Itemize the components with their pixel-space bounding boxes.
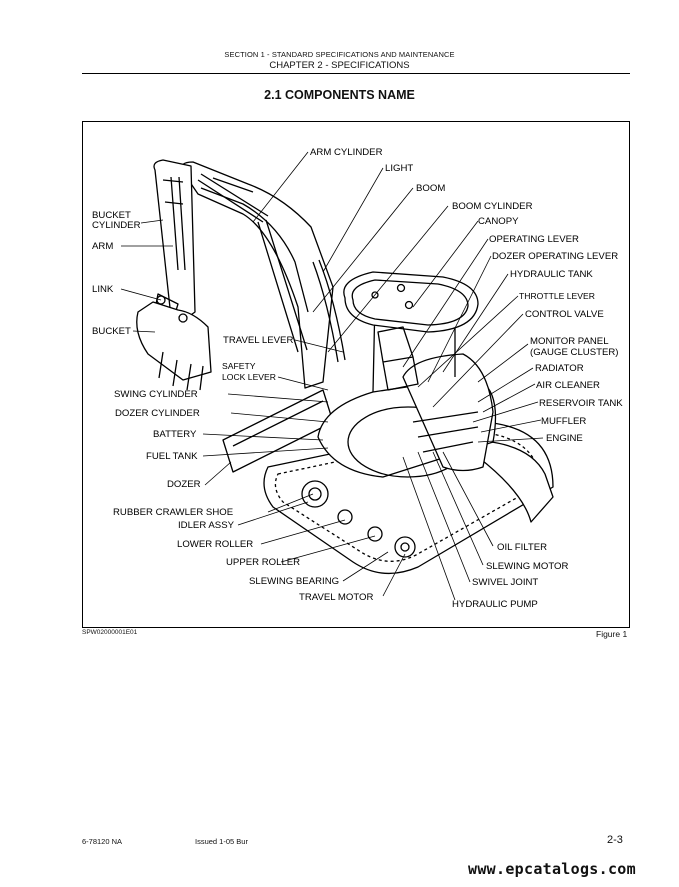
label-muffler: MUFFLER xyxy=(541,416,586,427)
footer-issued: Issued 1-05 Bur xyxy=(195,837,248,846)
header-rule xyxy=(82,73,630,74)
label-lower-roller: LOWER ROLLER xyxy=(177,539,253,550)
label-engine: ENGINE xyxy=(546,433,583,444)
section-title: 2.1 COMPONENTS NAME xyxy=(264,88,415,102)
label-arm: ARM xyxy=(92,241,113,252)
label-monitor-panel: MONITOR PANEL xyxy=(530,336,609,347)
label-reservoir-tank: RESERVOIR TANK xyxy=(539,398,623,409)
label-swivel-joint: SWIVEL JOINT xyxy=(472,577,538,588)
label-air-cleaner: AIR CLEANER xyxy=(536,380,600,391)
watermark[interactable]: www.epcatalogs.com xyxy=(468,860,636,878)
label-gauge-cluster: (GAUGE CLUSTER) xyxy=(530,347,619,358)
label-travel-lever: TRAVEL LEVER xyxy=(223,335,293,346)
label-safety: SAFETY xyxy=(222,361,256,371)
label-dozer-operating-lever: DOZER OPERATING LEVER xyxy=(492,251,618,262)
label-dozer-cylinder: DOZER CYLINDER xyxy=(115,408,200,419)
components-figure: BUCKET CYLINDER ARM LINK BUCKET TRAVEL L… xyxy=(82,121,630,628)
label-oil-filter: OIL FILTER xyxy=(497,542,547,553)
label-light: LIGHT xyxy=(385,163,413,174)
label-bucket: BUCKET xyxy=(92,326,131,337)
excavator-diagram: BUCKET CYLINDER ARM LINK BUCKET TRAVEL L… xyxy=(92,147,623,610)
label-idler-assy: IDLER ASSY xyxy=(178,520,235,531)
label-dozer: DOZER xyxy=(167,479,201,490)
label-slewing-motor: SLEWING MOTOR xyxy=(486,561,569,572)
label-canopy: CANOPY xyxy=(478,216,519,227)
footer-page-number: 2-3 xyxy=(607,834,623,846)
label-slewing-bearing: SLEWING BEARING xyxy=(249,576,339,587)
labels-right-group: ARM CYLINDER LIGHT BOOM BOOM CYLINDER CA… xyxy=(310,147,623,610)
footer-doc-number: 6-78120 NA xyxy=(82,837,123,846)
label-arm-cylinder: ARM CYLINDER xyxy=(310,147,383,158)
section-header: SECTION 1 - STANDARD SPECIFICATIONS AND … xyxy=(224,50,455,59)
label-upper-roller: UPPER ROLLER xyxy=(226,557,300,568)
labels-left-group: BUCKET CYLINDER ARM LINK BUCKET TRAVEL L… xyxy=(92,210,374,603)
label-rubber-crawler-shoe: RUBBER CRAWLER SHOE xyxy=(113,507,233,518)
label-hydraulic-tank: HYDRAULIC TANK xyxy=(510,269,593,280)
label-link: LINK xyxy=(92,284,114,295)
leader-lines xyxy=(120,151,544,601)
label-control-valve: CONTROL VALVE xyxy=(525,309,604,320)
label-boom-cylinder: BOOM CYLINDER xyxy=(452,201,533,212)
label-battery: BATTERY xyxy=(153,429,197,440)
figure-code: SPW02000001E01 xyxy=(82,629,138,636)
label-hydraulic-pump: HYDRAULIC PUMP xyxy=(452,599,538,610)
label-throttle-lever: THROTTLE LEVER xyxy=(519,291,595,301)
label-swing-cylinder: SWING CYLINDER xyxy=(114,389,198,400)
label-travel-motor: TRAVEL MOTOR xyxy=(299,592,374,603)
label-lock-lever: LOCK LEVER xyxy=(222,372,276,382)
label-boom: BOOM xyxy=(416,183,445,194)
label-bucket-cylinder-2: CYLINDER xyxy=(92,220,141,231)
label-fuel-tank: FUEL TANK xyxy=(146,451,198,462)
label-operating-lever: OPERATING LEVER xyxy=(489,234,579,245)
label-bucket-cylinder-1: BUCKET xyxy=(92,210,131,221)
figure-caption: Figure 1 xyxy=(596,629,628,639)
excavator-illustration xyxy=(136,159,554,575)
label-radiator: RADIATOR xyxy=(535,363,584,374)
chapter-header: CHAPTER 2 - SPECIFICATIONS xyxy=(269,60,410,71)
